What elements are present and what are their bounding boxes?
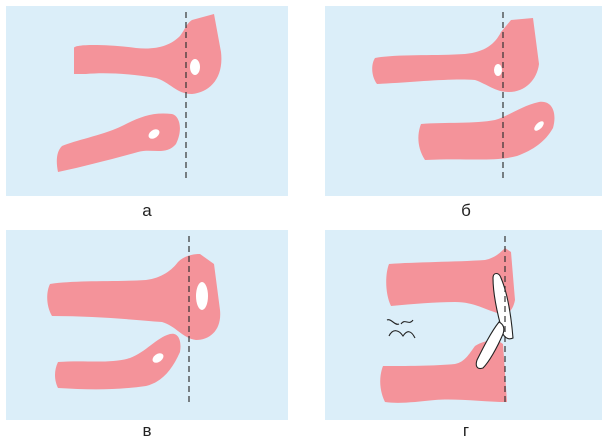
diagram-panel-b — [325, 6, 602, 196]
panel-g-caption: г — [325, 421, 602, 441]
upper-white-spot — [190, 59, 200, 75]
upper-white-spot — [494, 64, 502, 76]
panel-b-caption: б — [325, 201, 602, 221]
lower-pink-shape — [55, 334, 181, 390]
left-bracket-lower — [389, 331, 415, 338]
upper-pink-shape — [74, 14, 221, 94]
diagram-panel-a — [6, 6, 288, 196]
panel-a-caption: а — [6, 201, 288, 221]
panel-g-drawing — [325, 230, 602, 420]
lower-pink-shape — [418, 102, 554, 160]
upper-pink-shape — [372, 18, 539, 92]
diagram-panel-g — [325, 230, 602, 420]
panel-v-drawing — [6, 230, 288, 420]
panel-a-drawing — [6, 6, 288, 196]
diagram-panel-v — [6, 230, 288, 420]
panel-b-drawing — [325, 6, 602, 196]
upper-pink-shape — [47, 254, 220, 340]
panel-v-caption: в — [6, 421, 288, 441]
left-bracket-left — [387, 320, 399, 325]
upper-white-spot — [196, 282, 208, 310]
lower-pink-shape — [57, 113, 180, 172]
left-bracket-middle — [401, 320, 413, 324]
